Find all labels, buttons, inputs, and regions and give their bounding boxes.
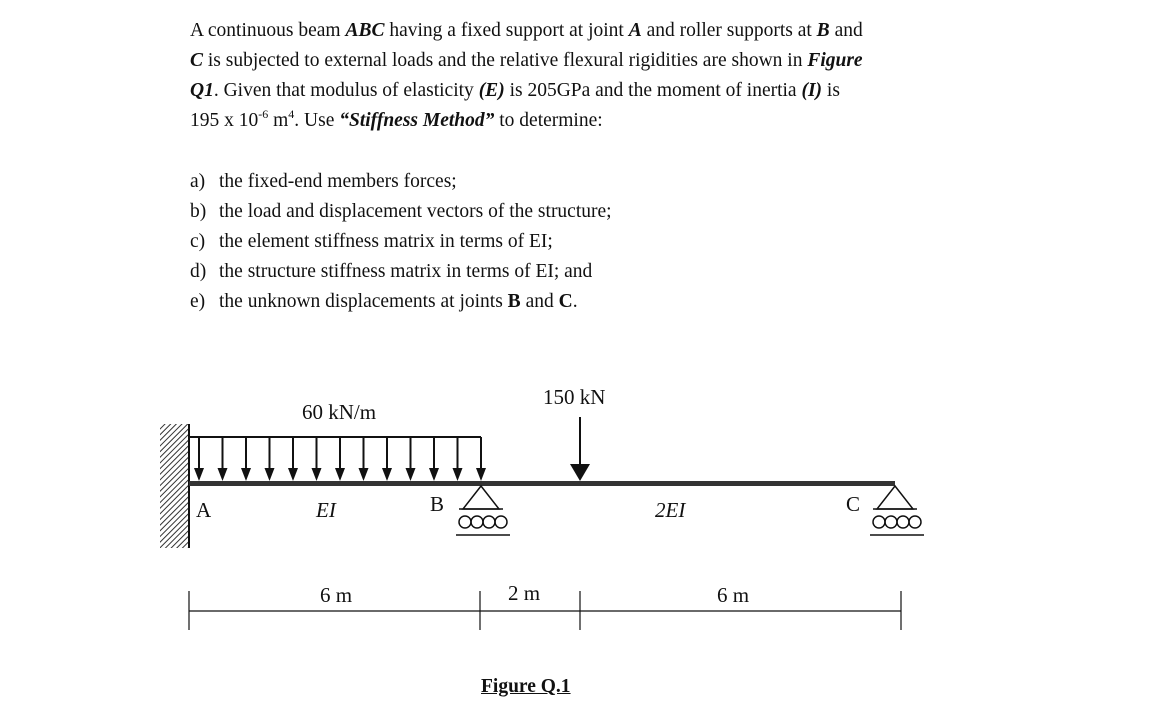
list-item-label: c) [190, 231, 206, 252]
text-span: 195 x 10 [190, 110, 259, 131]
list-item-text: the element stiffness matrix in terms of… [219, 231, 553, 252]
symbol-e: (E) [478, 80, 505, 101]
list-item: c) the element stiffness matrix in terms … [190, 227, 612, 257]
list-item-label: e) [190, 291, 206, 312]
roller-support-b [456, 484, 510, 536]
dimension-label-load-c: 6 m [717, 583, 749, 607]
list-item-label: a) [190, 171, 206, 192]
list-item-text: and [520, 291, 559, 312]
point-load [570, 417, 590, 481]
text-span: is subjected to external loads and the r… [203, 50, 808, 71]
udl-arrowhead [241, 468, 251, 481]
joint-name: C [190, 50, 204, 71]
task-list: a) the fixed-end members forces; b) the lo… [190, 167, 612, 317]
point-load-label: 150 kN [543, 385, 605, 409]
list-item-text: the fixed-end members forces; [219, 171, 457, 192]
roller-wheel [494, 515, 508, 529]
roller-wheel [482, 515, 496, 529]
roller-wheel [458, 515, 472, 529]
text-span: and roller supports at [641, 20, 817, 41]
joint-name: C [558, 291, 573, 312]
beam-name: ABC [345, 20, 385, 41]
udl-arrowhead [429, 468, 439, 481]
dimension-line: 6 m 2 m 6 m [188, 581, 902, 630]
superscript: -6 [258, 107, 269, 121]
roller-triangle [875, 484, 915, 510]
method-name: “Stiffness Method” [339, 110, 495, 131]
roller-wheel [896, 515, 910, 529]
joint-label-a: A [196, 498, 212, 522]
udl-arrows [194, 437, 486, 481]
udl-arrowhead [405, 468, 416, 481]
text-span: and [829, 20, 863, 41]
problem-statement: A continuous beam ABC having a fixed sup… [190, 16, 950, 136]
udl-load [189, 436, 486, 481]
udl-arrowhead [335, 468, 345, 481]
dimension-label-bg [502, 584, 556, 608]
joint-label-c: C [846, 492, 860, 516]
udl-label: 60 kN/m [302, 400, 376, 424]
dimension-label-b-load: 2 m [508, 581, 540, 605]
text-span: is [822, 80, 840, 101]
udl-arrowhead [264, 468, 275, 481]
joint-name: B [507, 291, 521, 312]
fixed-support-a [160, 424, 190, 548]
symbol-i: (I) [801, 80, 823, 101]
roller-wheel [470, 515, 484, 529]
udl-arrowhead [358, 468, 369, 481]
udl-arrowhead [217, 468, 228, 481]
dimension-label-bg [710, 584, 766, 608]
rigidity-label-bc: 2EI [655, 498, 686, 522]
wall-hatching [160, 424, 188, 548]
udl-arrowhead [288, 468, 298, 481]
udl-arrowhead [382, 468, 392, 481]
statement-line-2: C is subjected to external loads and the… [190, 46, 950, 76]
list-item: d) the structure stiffness matrix in term… [190, 257, 612, 287]
rigidity-label-ab: EI [315, 498, 337, 522]
text-span: is 205GPa and the moment of inertia [504, 80, 802, 101]
list-item-label: d) [190, 261, 207, 282]
text-span: m [268, 110, 289, 131]
list-item: b) the load and displacement vectors of t… [190, 197, 612, 227]
joint-name: B [816, 20, 830, 41]
list-item: e)the unknown displacements at joints B … [190, 287, 612, 317]
roller-wheel [908, 515, 922, 529]
list-item-text: . [572, 291, 578, 312]
roller-triangle [461, 484, 501, 510]
superscript: 4 [288, 107, 295, 121]
joint-name: A [628, 20, 642, 41]
beam [189, 481, 895, 486]
point-load-arrowhead [570, 464, 590, 481]
figure-caption: Figure Q.1 [481, 676, 571, 697]
list-item-label: b) [190, 201, 207, 222]
roller-wheel [872, 515, 886, 529]
roller-support-c [870, 484, 924, 536]
list-item-text: the structure stiffness matrix in terms … [219, 261, 593, 282]
text-span: having a fixed support at joint [384, 20, 629, 41]
statement-line-3: Q1. Given that modulus of elasticity (E)… [190, 76, 950, 106]
text-span: . Given that modulus of elasticity [213, 80, 479, 101]
udl-arrowhead [311, 468, 322, 481]
udl-arrowhead [452, 468, 463, 481]
text-span: A continuous beam [190, 20, 346, 41]
statement-line-1: A continuous beam ABC having a fixed sup… [190, 16, 950, 46]
figure-ref: Figure [807, 50, 863, 71]
list-item: a) the fixed-end members forces; [190, 167, 612, 197]
statement-line-4: 195 x 10-6 m4. Use “Stiffness Method” to… [190, 106, 950, 136]
dimension-label-ab: 6 m [320, 583, 352, 607]
dimension-label-bg [312, 584, 368, 608]
list-item-text: the unknown displacements at joints [219, 291, 508, 312]
text-span: to determine: [494, 110, 603, 131]
figure-ref: Q1 [190, 80, 214, 101]
text-span: . Use [294, 110, 340, 131]
udl-arrowhead [194, 468, 204, 481]
roller-wheel [884, 515, 898, 529]
joint-label-b: B [430, 492, 444, 516]
list-item-text: the load and displacement vectors of the… [219, 201, 612, 222]
udl-arrowhead [476, 468, 486, 481]
